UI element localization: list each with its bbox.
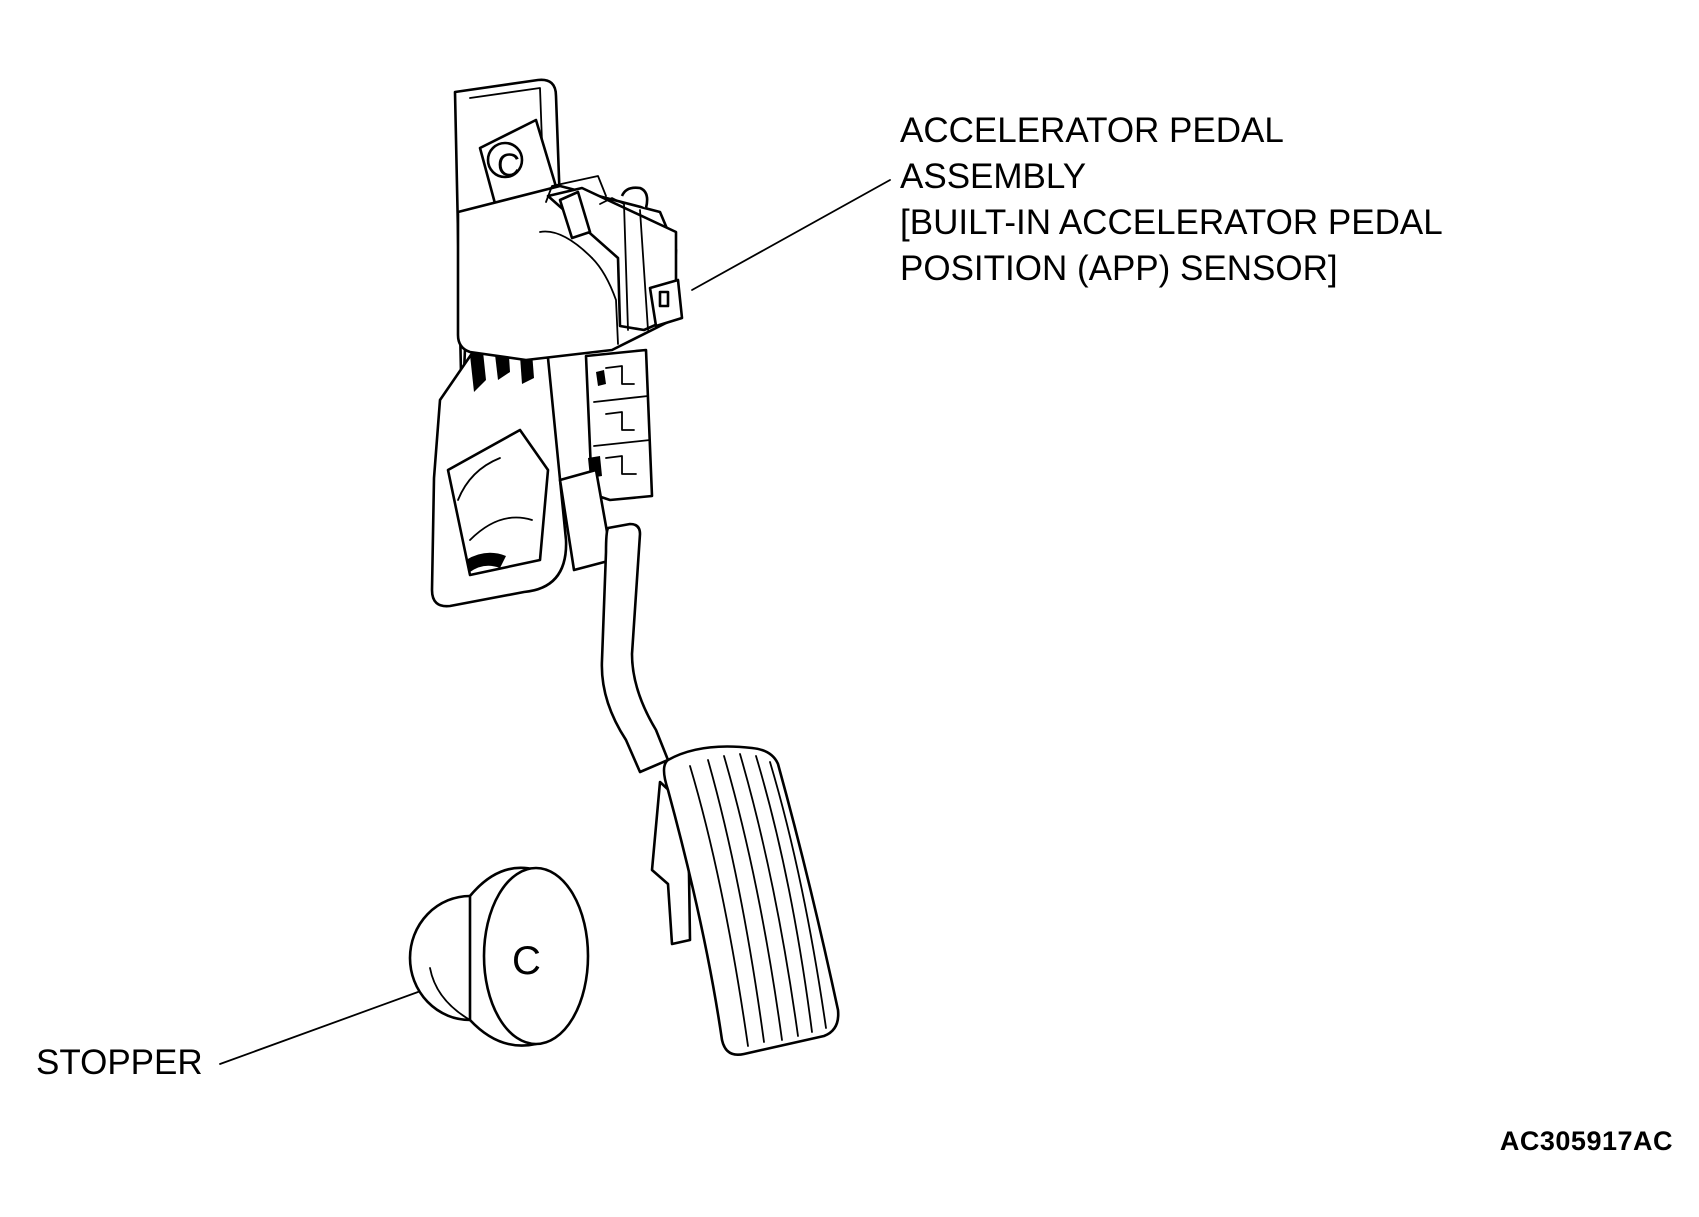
stopper: [408, 866, 590, 1047]
app-sensor-housing: [456, 175, 684, 502]
assembly-leader-line: [691, 179, 891, 291]
pedal-pad: [650, 745, 840, 1056]
assembly-label-line-4: POSITION (APP) SENSOR]: [900, 249, 1338, 288]
stopper-callout-label: STOPPER: [36, 1043, 203, 1082]
assembly-callout-label: ACCELERATOR PEDAL ASSEMBLY [BUILT-IN ACC…: [900, 108, 1443, 292]
assembly-label-line-2: ASSEMBLY: [900, 157, 1087, 196]
pedal-arm: [558, 468, 670, 774]
lower-bracket: [430, 328, 568, 608]
housing-mark: C: [497, 147, 520, 183]
assembly-label-line-3: [BUILT-IN ACCELERATOR PEDAL: [900, 203, 1443, 242]
assembly-label-line-1: ACCELERATOR PEDAL: [900, 111, 1284, 150]
stopper-leader-line: [219, 991, 419, 1065]
stopper-mark: C: [512, 939, 541, 983]
figure-code: AC305917AC: [1499, 1126, 1673, 1156]
